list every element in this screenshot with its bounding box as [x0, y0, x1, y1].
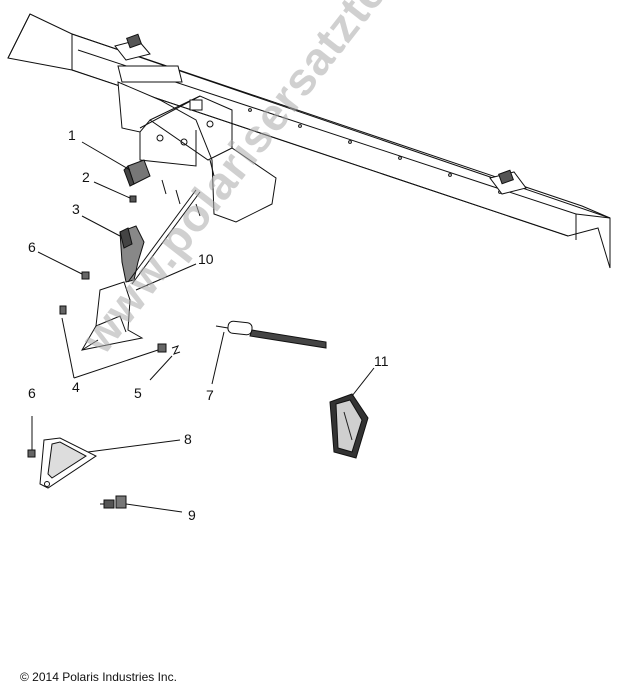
shift-knob-part — [123, 159, 151, 187]
callout-9: 9 — [188, 507, 196, 523]
pad-part — [329, 393, 369, 459]
callout-6-upper: 6 — [28, 239, 36, 255]
callout-3: 3 — [72, 201, 80, 217]
bushing-part-b — [157, 343, 167, 353]
callout-10: 10 — [198, 251, 214, 267]
mounting-bracket — [117, 81, 277, 223]
crossbar-frame — [7, 13, 611, 269]
nut-part — [129, 195, 137, 203]
leader-lines — [37, 141, 375, 513]
shifter-boot-part — [119, 225, 145, 283]
plug-part-upper — [81, 271, 90, 280]
copyright-text: © 2014 Polaris Industries Inc. — [20, 670, 177, 684]
cover-plate-part — [39, 437, 97, 489]
bushing-part-a — [59, 305, 67, 315]
callout-1: 1 — [68, 127, 76, 143]
gas-spring-part — [215, 320, 327, 349]
callout-5: 5 — [134, 385, 142, 401]
fastener-part — [100, 495, 127, 509]
plug-part-lower — [27, 449, 36, 458]
callout-8: 8 — [184, 431, 192, 447]
callout-6-lower: 6 — [28, 385, 36, 401]
callout-7: 7 — [206, 387, 214, 403]
callout-4: 4 — [72, 379, 80, 395]
callout-2: 2 — [82, 169, 90, 185]
callout-11: 11 — [374, 353, 389, 369]
shift-lever-part — [81, 189, 201, 351]
clip-part — [171, 345, 181, 355]
